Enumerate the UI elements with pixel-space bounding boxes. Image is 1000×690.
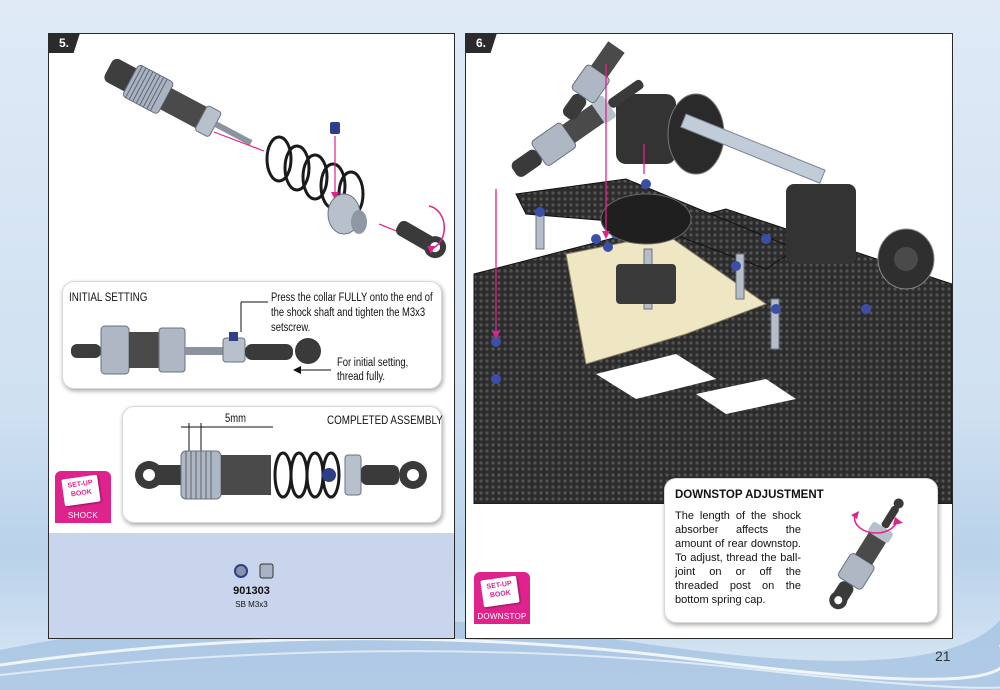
- setup-book-icon: SET-UP BOOK: [61, 474, 101, 507]
- initial-setting-box: INITIAL SETTING Press the collar FULLY o…: [62, 281, 442, 389]
- collar-note-line-1: Press the collar FULLY onto the end of: [271, 292, 433, 304]
- thread-note-line-1: For initial setting,: [337, 357, 409, 369]
- completed-shock-illustration: [135, 423, 427, 500]
- completed-assembly-box: COMPLETED ASSEMBLY 5mm: [122, 406, 443, 523]
- downstop-adjustment-box: DOWNSTOP ADJUSTMENT The length of the sh…: [664, 478, 938, 623]
- shock-badge-label: SHOCK: [68, 511, 98, 520]
- step-6-number: 6.: [465, 33, 497, 53]
- step-5-number: 5.: [48, 33, 80, 53]
- collar-note-line-3: setscrew.: [271, 322, 311, 334]
- exploded-shock-illustration: [104, 58, 447, 259]
- part-number: 901303: [233, 585, 270, 597]
- completed-assembly-title: COMPLETED ASSEMBLY: [327, 413, 443, 427]
- collar-note: Press the collar FULLY onto the end of t…: [271, 291, 468, 336]
- setup-book-downstop-badge: SET-UP BOOK DOWNSTOP: [474, 572, 530, 624]
- step-5-panel: 5.: [48, 33, 455, 639]
- thread-note: For initial setting, thread fully.: [337, 356, 424, 384]
- setup-book-shock-badge: SET-UP BOOK SHOCK: [55, 471, 111, 523]
- initial-setting-title: INITIAL SETTING: [69, 290, 148, 304]
- setscrew-parts-icon: [234, 563, 274, 579]
- parts-band: 901303 SB M3x3: [49, 533, 454, 638]
- part-description: SB M3x3: [235, 600, 268, 609]
- dimension-label: 5mm: [225, 413, 246, 425]
- page-number: 21: [935, 648, 951, 664]
- downstop-title: DOWNSTOP ADJUSTMENT: [675, 489, 824, 501]
- setup-book-icon: SET-UP BOOK: [480, 575, 520, 608]
- chassis-illustration: [473, 41, 952, 504]
- downstop-shock-illustration: [829, 498, 904, 610]
- collar-note-line-2: the shock shaft and tighten the M3x3: [271, 307, 426, 319]
- thread-note-line-2: thread fully.: [337, 371, 386, 383]
- step-6-panel: 6.: [465, 33, 953, 639]
- downstop-description: The length of the shock absorber affects…: [675, 510, 801, 606]
- downstop-badge-label: DOWNSTOP: [477, 612, 527, 621]
- shock-collar-illustration: [71, 301, 331, 375]
